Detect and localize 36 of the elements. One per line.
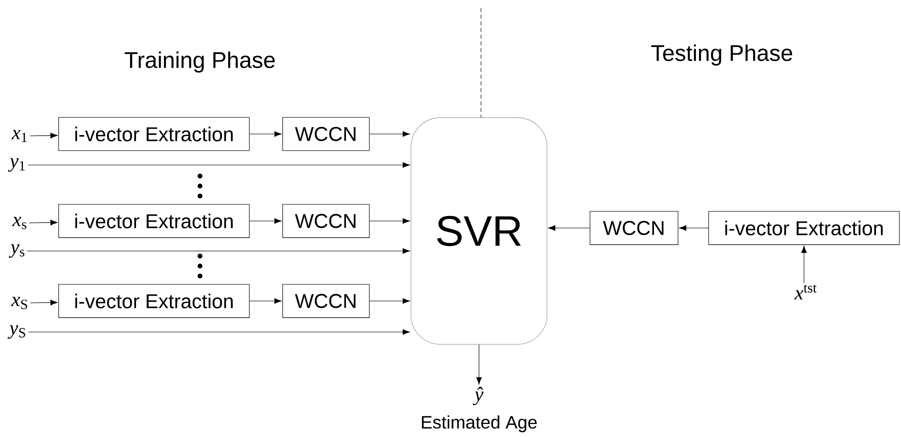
process-box: WCCN <box>282 204 370 238</box>
process-box: i-vector Extraction <box>58 284 250 318</box>
variable-label: y$_{s}$ <box>8 244 24 258</box>
process-box: i-vector Extraction <box>58 117 250 151</box>
arrow <box>28 162 410 168</box>
arrow <box>26 248 410 254</box>
arrow <box>249 298 282 304</box>
variable-label: y$_{S}$ <box>8 325 26 339</box>
arrow <box>679 225 709 231</box>
variable-label: x$_{s}$ <box>12 216 26 230</box>
process-box: SVR <box>410 117 548 345</box>
process-box: WCCN <box>590 211 678 245</box>
arrow <box>476 344 482 384</box>
phase-title: Training Phase <box>124 51 275 73</box>
process-box: i-vector Extraction <box>708 211 900 245</box>
arrow <box>369 131 410 137</box>
process-box: WCCN <box>282 117 370 151</box>
variable-label: x$_{1}$ <box>11 130 27 142</box>
arrow <box>28 220 58 226</box>
process-box: WCCN <box>282 284 370 318</box>
variable-label: y$_{1}$ <box>8 158 25 172</box>
node-label: Estimated Age <box>422 415 537 432</box>
arrow <box>548 225 590 231</box>
process-box: i-vector Extraction <box>58 204 250 238</box>
arrow <box>30 300 58 306</box>
arrow <box>801 246 807 284</box>
arrow <box>249 131 282 137</box>
arrow <box>369 298 410 304</box>
output-label: ŷ <box>472 386 484 406</box>
variable-label: x$^{tst}$ <box>794 284 817 300</box>
arrow <box>249 218 282 224</box>
arrow <box>28 329 410 335</box>
arrow <box>30 132 58 138</box>
arrow <box>369 218 410 224</box>
phase-title: Testing Phase <box>651 44 792 66</box>
variable-label: x$_{S}$ <box>11 296 28 310</box>
